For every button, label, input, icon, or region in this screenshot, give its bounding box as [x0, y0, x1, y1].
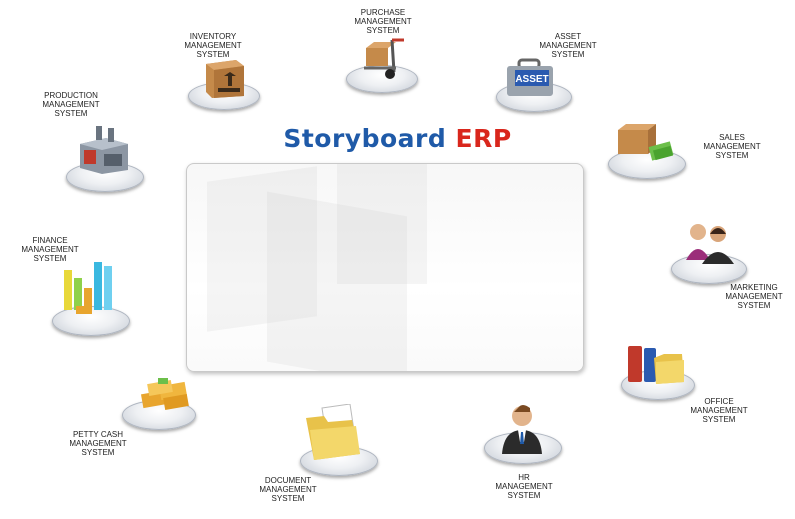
cash-stack-icon [140, 378, 189, 410]
panel-decoration [337, 164, 427, 284]
folders-icon [628, 346, 684, 384]
bar-chart-icon [64, 262, 112, 314]
people-icon [686, 224, 734, 264]
person-icon [502, 405, 542, 454]
folder-icon [306, 404, 360, 460]
inventory-disc [188, 82, 260, 110]
title-erp: ERP [455, 124, 512, 153]
purchase-disc [346, 65, 418, 93]
sales-boxes-money-icon [618, 124, 674, 161]
hand-truck-icon [364, 38, 404, 79]
box-icon [206, 60, 244, 98]
briefcase-icon: ASSET [507, 58, 553, 96]
center-panel [186, 163, 584, 372]
title-storyboard: Storyboard [283, 124, 447, 153]
factory-icon [80, 126, 128, 174]
asset-badge-text: ASSET [515, 74, 548, 85]
page-title: Storyboard ERP [0, 124, 795, 153]
